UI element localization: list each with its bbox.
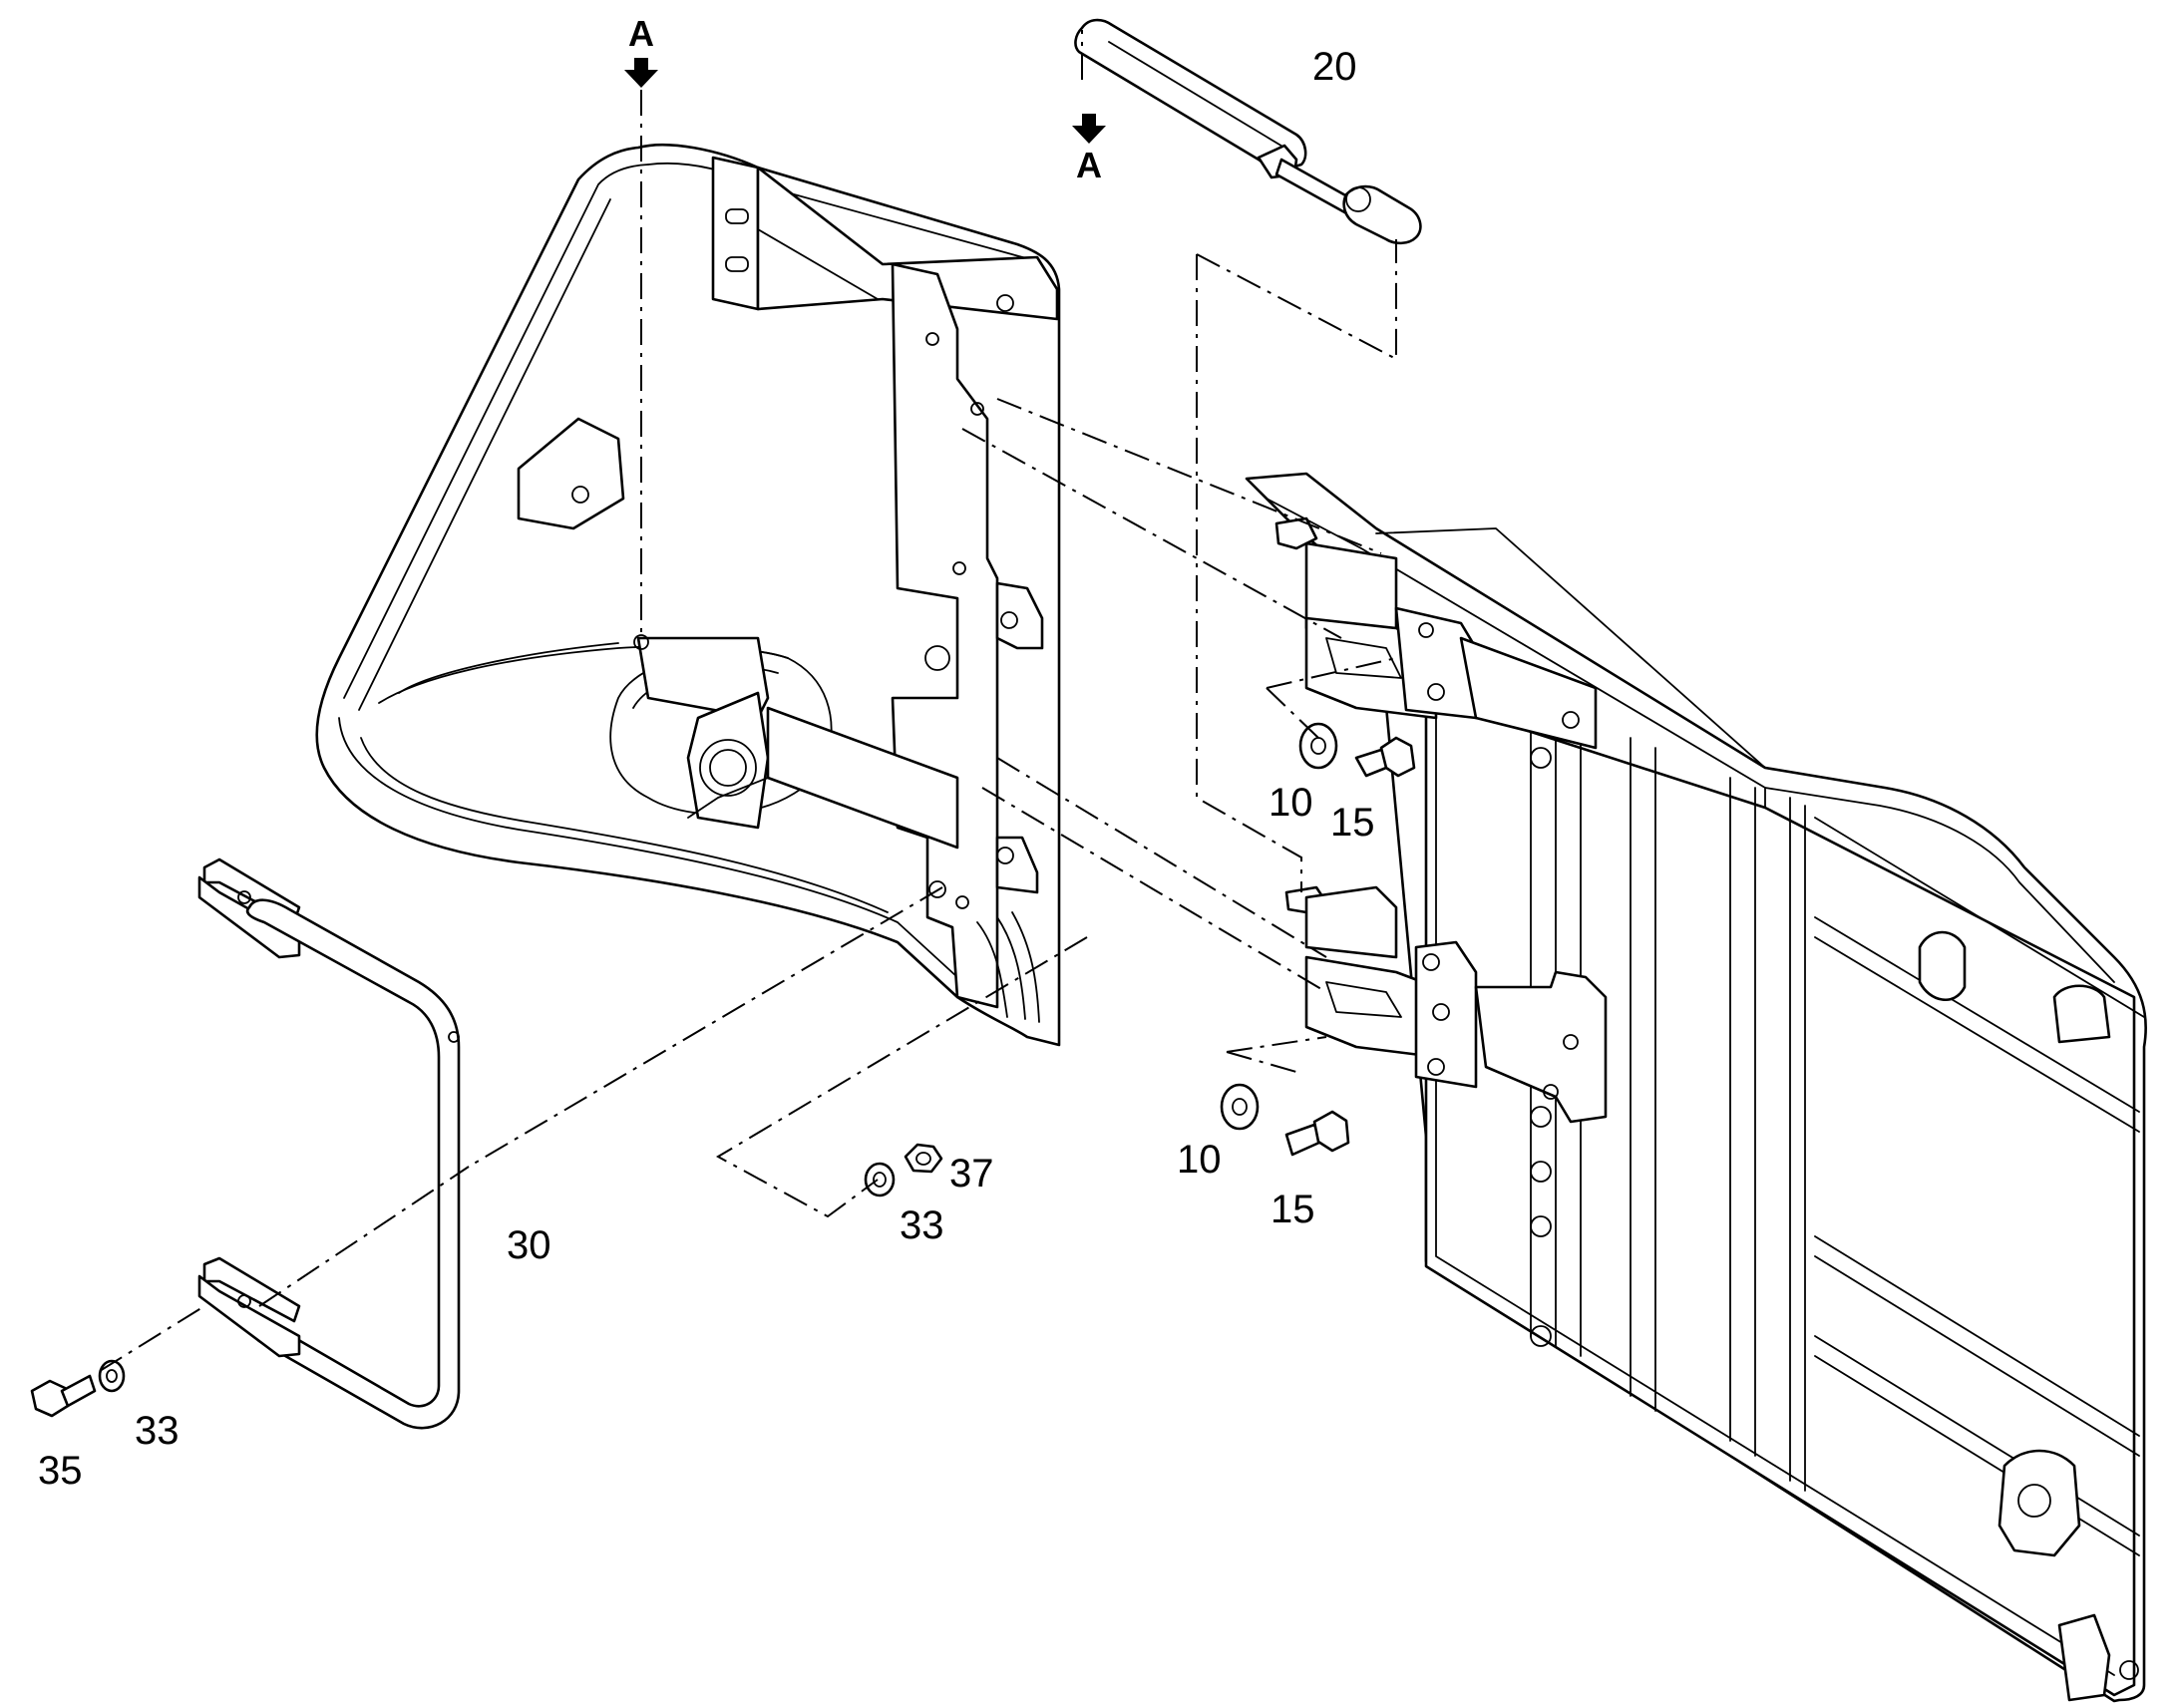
bolt-15-lower bbox=[1284, 1110, 1350, 1157]
callout-washer-upper-right: 10 bbox=[1269, 781, 1313, 825]
handle-bar bbox=[197, 857, 461, 1430]
callout-gas-strut: 20 bbox=[1312, 45, 1357, 89]
assembly-lines bbox=[99, 30, 1397, 1372]
arrow-down-icon bbox=[1072, 114, 1106, 144]
washer-33-left bbox=[98, 1359, 126, 1393]
door-panel bbox=[1245, 472, 2147, 1703]
view-marker-top: A bbox=[624, 13, 658, 88]
callout-washer-lower-right: 10 bbox=[1177, 1138, 1222, 1182]
washer-10-lower bbox=[1220, 1083, 1260, 1131]
callout-bolt-upper-right: 15 bbox=[1330, 801, 1375, 845]
lower-hinge bbox=[1284, 885, 1608, 1124]
nut-37 bbox=[904, 1143, 943, 1174]
view-marker-strut-label: A bbox=[1076, 145, 1102, 185]
callout-bolt-lower-right: 15 bbox=[1271, 1188, 1315, 1231]
callout-bolt-left: 35 bbox=[38, 1449, 83, 1493]
callout-nut-center: 37 bbox=[949, 1152, 994, 1196]
callout-handle-bar: 30 bbox=[507, 1223, 551, 1267]
view-marker-top-label: A bbox=[628, 13, 654, 54]
arrow-down-icon bbox=[624, 58, 658, 88]
callout-washer-center: 33 bbox=[900, 1203, 944, 1247]
mirror-housing bbox=[315, 143, 1061, 1047]
callout-washer-left: 33 bbox=[135, 1409, 180, 1453]
view-marker-strut: A bbox=[1072, 114, 1106, 185]
bolt-35 bbox=[30, 1374, 97, 1418]
gas-strut bbox=[1074, 18, 1422, 245]
bolt-15-upper bbox=[1354, 736, 1416, 778]
washer-33-center bbox=[864, 1162, 896, 1197]
washer-10-upper bbox=[1298, 722, 1338, 770]
upper-hinge bbox=[1274, 516, 1598, 750]
